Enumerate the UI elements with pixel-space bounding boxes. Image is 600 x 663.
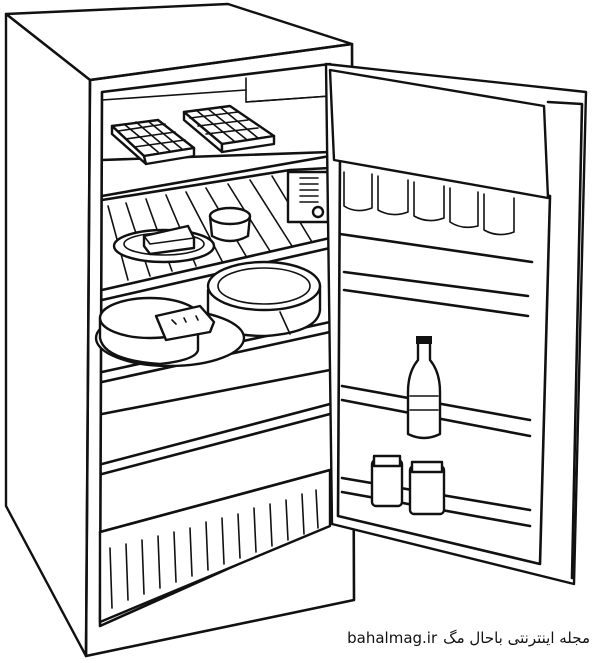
bottle <box>406 336 442 440</box>
cup <box>208 206 252 243</box>
ice-tray-right <box>182 104 276 154</box>
cheese-wheel <box>94 296 246 368</box>
crisper-drawer <box>98 468 332 624</box>
watermark-url[interactable]: bahalmag.ir <box>347 629 438 647</box>
jar-right <box>408 460 446 516</box>
freezer-compartment <box>100 89 332 198</box>
ice-tray-left <box>110 118 196 166</box>
fridge-body <box>4 2 356 658</box>
round-cake <box>206 260 322 338</box>
watermark: bahalmag.ir مجله اینترنتی باحال مگ <box>343 627 594 649</box>
jar-left <box>370 454 404 508</box>
fridge-door <box>324 62 588 586</box>
watermark-site-name: مجله اینترنتی باحال مگ <box>443 629 590 647</box>
cheese-plate <box>112 224 216 264</box>
lower-shelves <box>100 368 332 476</box>
